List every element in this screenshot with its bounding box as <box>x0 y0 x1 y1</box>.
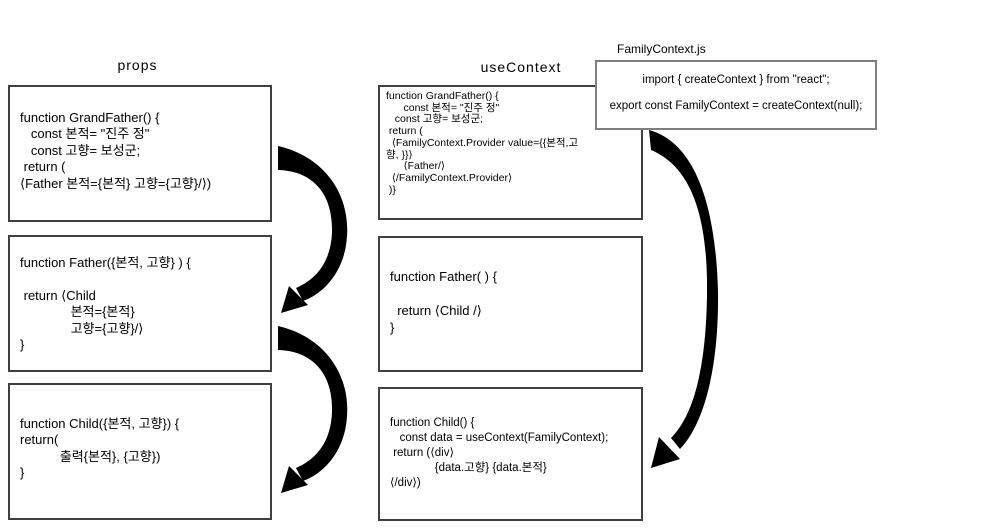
props-father-to-child-arrow <box>278 326 348 493</box>
props-grandfather-code: function GrandFather() { const 본적= "진주 정… <box>20 110 212 191</box>
props-father-box: function Father({본적, 고향} ) { return ⟨Chi… <box>8 235 272 372</box>
usecontext-grandfather-code: function GrandFather() { const 본적= "진주 정… <box>386 90 579 196</box>
usecontext-column-label: useContext <box>480 59 562 75</box>
familycontext-file-code: import { createContext } from "react"; e… <box>609 74 863 112</box>
arrow-body <box>278 146 348 301</box>
arrowhead-icon <box>281 286 308 313</box>
usecontext-father-box: function Father( ) { return ⟨Child /⟩ } <box>378 236 643 372</box>
props-column-label: props <box>117 57 158 73</box>
familycontext-file-label: FamilyContext.js <box>617 42 706 56</box>
usecontext-child-box: function Child() { const data = useConte… <box>378 387 643 521</box>
props-child-code: function Child({본적, 고향}) { return( 출력{본적… <box>20 416 180 481</box>
usecontext-father-code: function Father( ) { return ⟨Child /⟩ } <box>390 269 497 335</box>
usecontext-child-code: function Child() { const data = useConte… <box>390 417 609 489</box>
arrow-body <box>649 130 719 449</box>
familycontext-to-usecontext-child-arrow <box>649 130 719 468</box>
arrow-body <box>278 326 348 481</box>
props-grandfather-to-father-arrow <box>278 146 348 313</box>
arrowhead-icon <box>281 466 308 493</box>
props-grandfather-box: function GrandFather() { const 본적= "진주 정… <box>8 85 272 222</box>
arrowhead-icon <box>651 437 680 468</box>
familycontext-file-box: import { createContext } from "react"; e… <box>595 60 877 130</box>
props-father-code: function Father({본적, 고향} ) { return ⟨Chi… <box>20 255 191 353</box>
props-child-box: function Child({본적, 고향}) { return( 출력{본적… <box>8 383 272 520</box>
